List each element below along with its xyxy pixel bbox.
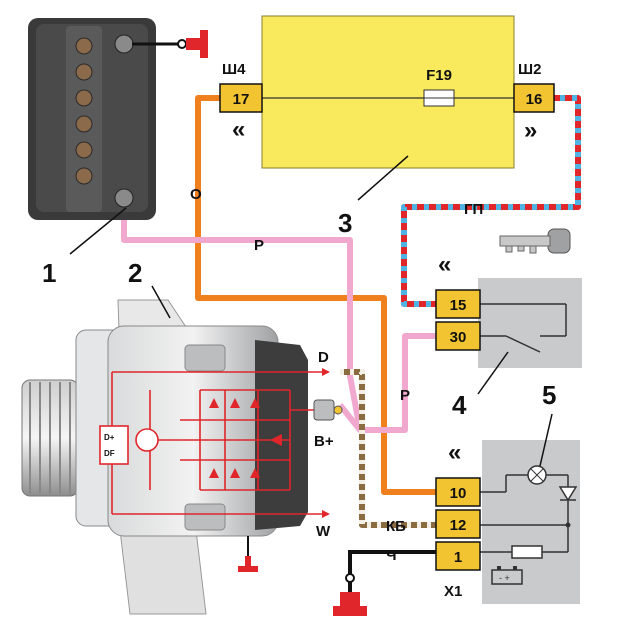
fuse-block: F19 17 Ш4 « 16 Ш2 »: [219, 15, 555, 169]
ground-battery: [186, 38, 200, 50]
svg-text:- +: - +: [499, 573, 510, 583]
battery-positive-terminal: [114, 188, 134, 208]
terminal-b-label: B+: [314, 433, 334, 450]
battery-cell-caps: [75, 37, 93, 185]
ground-alternator: [238, 566, 258, 572]
pin-16-label: 16: [526, 91, 543, 108]
black-wire: [348, 550, 436, 610]
b-plus-terminal: [313, 399, 335, 421]
connector-sh4-label: Ш4: [222, 61, 246, 78]
voltage-regulator: D+ DF: [99, 425, 129, 465]
battery: [28, 18, 208, 220]
fuse-label: F19: [426, 67, 452, 84]
red-blue-wire-stripe: [401, 95, 581, 307]
terminal-w-label: W: [316, 523, 331, 540]
ground-1: [333, 606, 367, 616]
alternator: D+ DF D B+ W: [21, 299, 343, 615]
ignition-switch: « 15 30: [435, 251, 582, 368]
callout-3: 3: [338, 208, 352, 238]
pin-12-label: 12: [450, 517, 467, 534]
arrow-in-3: «: [448, 439, 461, 466]
arrow-in-1: «: [232, 116, 245, 143]
resistor-icon: [511, 545, 543, 559]
pin-16: [513, 83, 555, 113]
pin-1: [435, 541, 481, 571]
pin-10: [435, 477, 481, 507]
arrow-out-1: »: [524, 117, 537, 144]
wire-label-brown-white: КБ: [386, 518, 406, 535]
terminal-d-label: D: [318, 349, 329, 366]
callout-5: 5: [542, 380, 556, 410]
callout-1: 1: [42, 258, 56, 288]
reg-df: DF: [104, 449, 115, 458]
arrow-in-2: «: [438, 251, 451, 278]
callout-4: 4: [452, 390, 467, 420]
pin-15: [435, 289, 481, 319]
pin-30-label: 30: [450, 329, 467, 346]
wire-label-orange: О: [190, 186, 202, 203]
battery-negative-terminal: [114, 34, 134, 54]
reg-d-plus: D+: [104, 433, 115, 442]
pin-10-label: 10: [450, 485, 467, 502]
orange-wire: [195, 95, 436, 495]
brown-white-wire-stripe: [340, 369, 436, 528]
pin-15-label: 15: [450, 297, 467, 314]
diode-icon: [558, 486, 578, 502]
pin-17: [219, 83, 263, 113]
instrument-cluster: - + « 10 12 1 X1: [435, 439, 580, 604]
battery-indicator-icon: - +: [491, 566, 523, 585]
rotor-icon: [135, 428, 159, 452]
pin-30: [435, 321, 481, 351]
ignition-key-icon: [499, 228, 571, 254]
connector-x1-label: X1: [444, 583, 462, 600]
wire-label-red-blue: ГП: [464, 201, 483, 218]
rectifier-diodes: [209, 398, 282, 478]
pin-12: [435, 509, 481, 539]
wire-label-pink-right: Р: [400, 387, 410, 404]
pin-1-label: 1: [454, 549, 462, 566]
pin-17-label: 17: [233, 91, 250, 108]
callout-2: 2: [128, 258, 142, 288]
pink-wire-branch: [337, 403, 363, 432]
wire-label-pink-top: Р: [254, 237, 264, 254]
connector-sh2-label: Ш2: [518, 61, 541, 78]
pink-wire: [121, 205, 436, 433]
wire-label-black: Ч: [386, 547, 397, 564]
